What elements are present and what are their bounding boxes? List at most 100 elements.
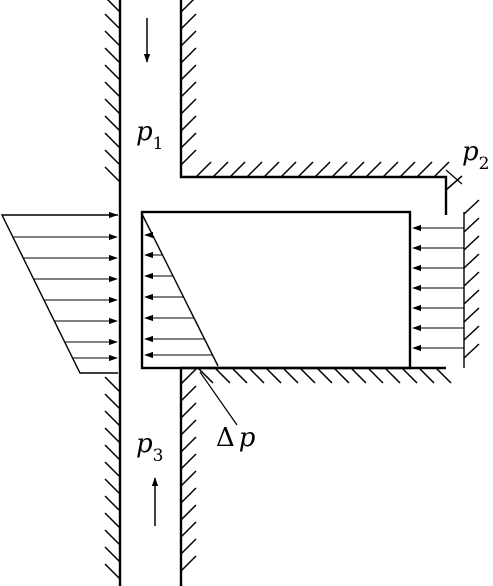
hatch-mark xyxy=(463,307,480,323)
wall-hatching xyxy=(104,0,480,580)
hatch-mark xyxy=(463,289,480,305)
hatch-mark xyxy=(463,343,480,359)
hatch-mark xyxy=(463,253,480,269)
hatch-mark xyxy=(104,81,121,98)
label-p2: p2 xyxy=(462,137,489,174)
hatch-mark xyxy=(214,367,231,384)
inner-pressure-distribution xyxy=(141,213,219,367)
channel-walls xyxy=(118,0,448,586)
hatch-mark xyxy=(463,199,480,215)
inner-pressure-arrows xyxy=(144,231,213,359)
upper-right-wall xyxy=(179,0,448,215)
hatch-mark xyxy=(197,367,214,384)
hatch-mark xyxy=(180,64,197,81)
hatch-mark xyxy=(333,367,350,384)
hatch-mark xyxy=(180,0,195,13)
hatch-mark xyxy=(104,478,121,495)
hatch-mark xyxy=(180,521,197,538)
hatch-mark xyxy=(104,393,121,410)
hatch-mark xyxy=(104,149,121,166)
hatch-mark xyxy=(104,13,121,30)
hatch-mark xyxy=(180,368,197,385)
hatch-mark xyxy=(314,161,331,178)
inner-distribution-slope xyxy=(141,213,219,367)
hatch-mark xyxy=(299,367,316,384)
hatch-mark xyxy=(445,175,463,191)
delta-p-leader xyxy=(199,371,238,426)
right-pressure-arrows xyxy=(412,224,464,352)
hatch-mark xyxy=(180,453,197,470)
hatch-mark xyxy=(104,47,121,64)
hatch-mark xyxy=(180,538,197,555)
hatch-mark xyxy=(180,487,197,504)
hatch-mark xyxy=(180,385,197,402)
hatch-mark xyxy=(350,367,367,384)
hatch-mark xyxy=(104,529,121,546)
hatch-mark xyxy=(180,81,197,98)
hatch-mark xyxy=(316,367,333,384)
hatch-mark xyxy=(180,13,197,30)
right-pressure-distribution xyxy=(412,212,465,368)
hatch-mark xyxy=(104,132,121,149)
flow-arrows xyxy=(143,18,159,526)
hatch-mark xyxy=(104,495,121,512)
hatch-mark xyxy=(416,161,433,178)
hatch-mark xyxy=(180,402,197,419)
left-distribution-outline xyxy=(0,214,118,374)
hatch-mark xyxy=(180,47,197,64)
hatch-mark xyxy=(401,367,418,384)
hatch-mark xyxy=(212,161,229,178)
hatch-mark xyxy=(246,161,263,178)
hatch-mark xyxy=(331,161,348,178)
hatch-mark xyxy=(367,367,384,384)
hatch-mark xyxy=(384,367,401,384)
hatch-mark xyxy=(248,367,265,384)
hatch-mark xyxy=(104,410,121,427)
hatch-mark xyxy=(418,367,435,384)
hatch-mark xyxy=(104,166,121,183)
hatch-mark xyxy=(180,555,197,572)
hatch-mark xyxy=(180,419,197,436)
p2-leader xyxy=(445,169,463,185)
hatch-mark xyxy=(180,470,197,487)
hatch-mark xyxy=(463,271,480,287)
hatch-mark xyxy=(231,367,248,384)
hatch-mark xyxy=(229,161,246,178)
hatch-mark xyxy=(104,546,121,563)
hatch-mark xyxy=(463,235,480,251)
hatch-mark xyxy=(104,98,121,115)
hatch-mark xyxy=(463,217,480,233)
hatch-mark xyxy=(280,161,297,178)
hatch-mark xyxy=(433,161,450,178)
hatch-mark xyxy=(180,115,197,132)
hatch-mark xyxy=(104,64,121,81)
hatch-mark xyxy=(348,161,365,178)
hatch-mark xyxy=(104,563,121,580)
hatch-mark xyxy=(104,512,121,529)
hatch-mark xyxy=(180,149,197,166)
hatch-mark xyxy=(435,367,452,384)
left-pressure-arrows xyxy=(2,211,118,362)
hatch-mark xyxy=(195,161,212,178)
hatch-mark xyxy=(297,161,314,178)
hatch-mark xyxy=(104,427,121,444)
hatch-mark xyxy=(180,504,197,521)
hatch-mark xyxy=(180,98,197,115)
hatch-mark xyxy=(104,444,121,461)
left-pressure-distribution xyxy=(0,211,118,374)
hatch-mark xyxy=(463,325,480,341)
hatch-mark xyxy=(104,30,121,47)
hatch-mark xyxy=(106,0,121,13)
hatch-mark xyxy=(104,461,121,478)
hatch-mark xyxy=(399,161,416,178)
hatch-mark xyxy=(282,367,299,384)
hatch-mark xyxy=(180,30,197,47)
label-p3: p3 xyxy=(136,429,163,466)
hatch-mark xyxy=(263,161,280,178)
hatch-mark xyxy=(382,161,399,178)
hatch-mark xyxy=(104,115,121,132)
hatch-mark xyxy=(365,161,382,178)
block-rect xyxy=(140,210,412,370)
